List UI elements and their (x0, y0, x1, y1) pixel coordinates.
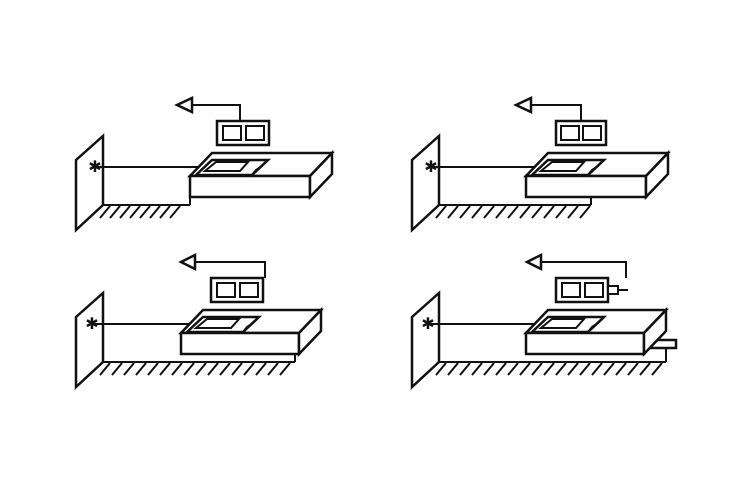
display-readout (215, 119, 271, 147)
laser-meter-device (528, 315, 608, 334)
display-readout (554, 276, 628, 304)
display-readout (209, 276, 265, 304)
wall (410, 290, 441, 390)
direction-arrow (513, 96, 582, 121)
direction-arrow (174, 96, 241, 121)
direction-arrow (178, 252, 266, 278)
ground-hatch (439, 197, 592, 206)
ground-hatch (103, 195, 191, 206)
ground-ticks (99, 205, 181, 219)
laser-meter-device (528, 158, 608, 177)
laser-spot-icon: ✱ (424, 157, 437, 176)
panel-top-left: ✱ (74, 96, 335, 233)
panel-bottom-right: ✱ (410, 252, 678, 390)
panel-bottom-left: ✱ (74, 252, 324, 390)
panel-top-right: ✱ (410, 96, 671, 233)
laser-spot-icon: ✱ (88, 157, 101, 176)
wall (74, 133, 105, 233)
ground-hatch (103, 354, 296, 363)
ground-ticks (435, 362, 663, 376)
laser-meter-device (192, 158, 272, 177)
ground-ticks (99, 362, 291, 376)
wall (410, 133, 441, 233)
display-readout (554, 119, 608, 147)
ground-ticks (435, 205, 591, 219)
laser-spot-icon: ✱ (85, 314, 98, 333)
laser-meter-device (183, 315, 263, 334)
direction-arrow (524, 252, 627, 278)
wall (74, 290, 105, 390)
ground-hatch (439, 347, 667, 363)
laser-spot-icon: ✱ (421, 314, 434, 333)
